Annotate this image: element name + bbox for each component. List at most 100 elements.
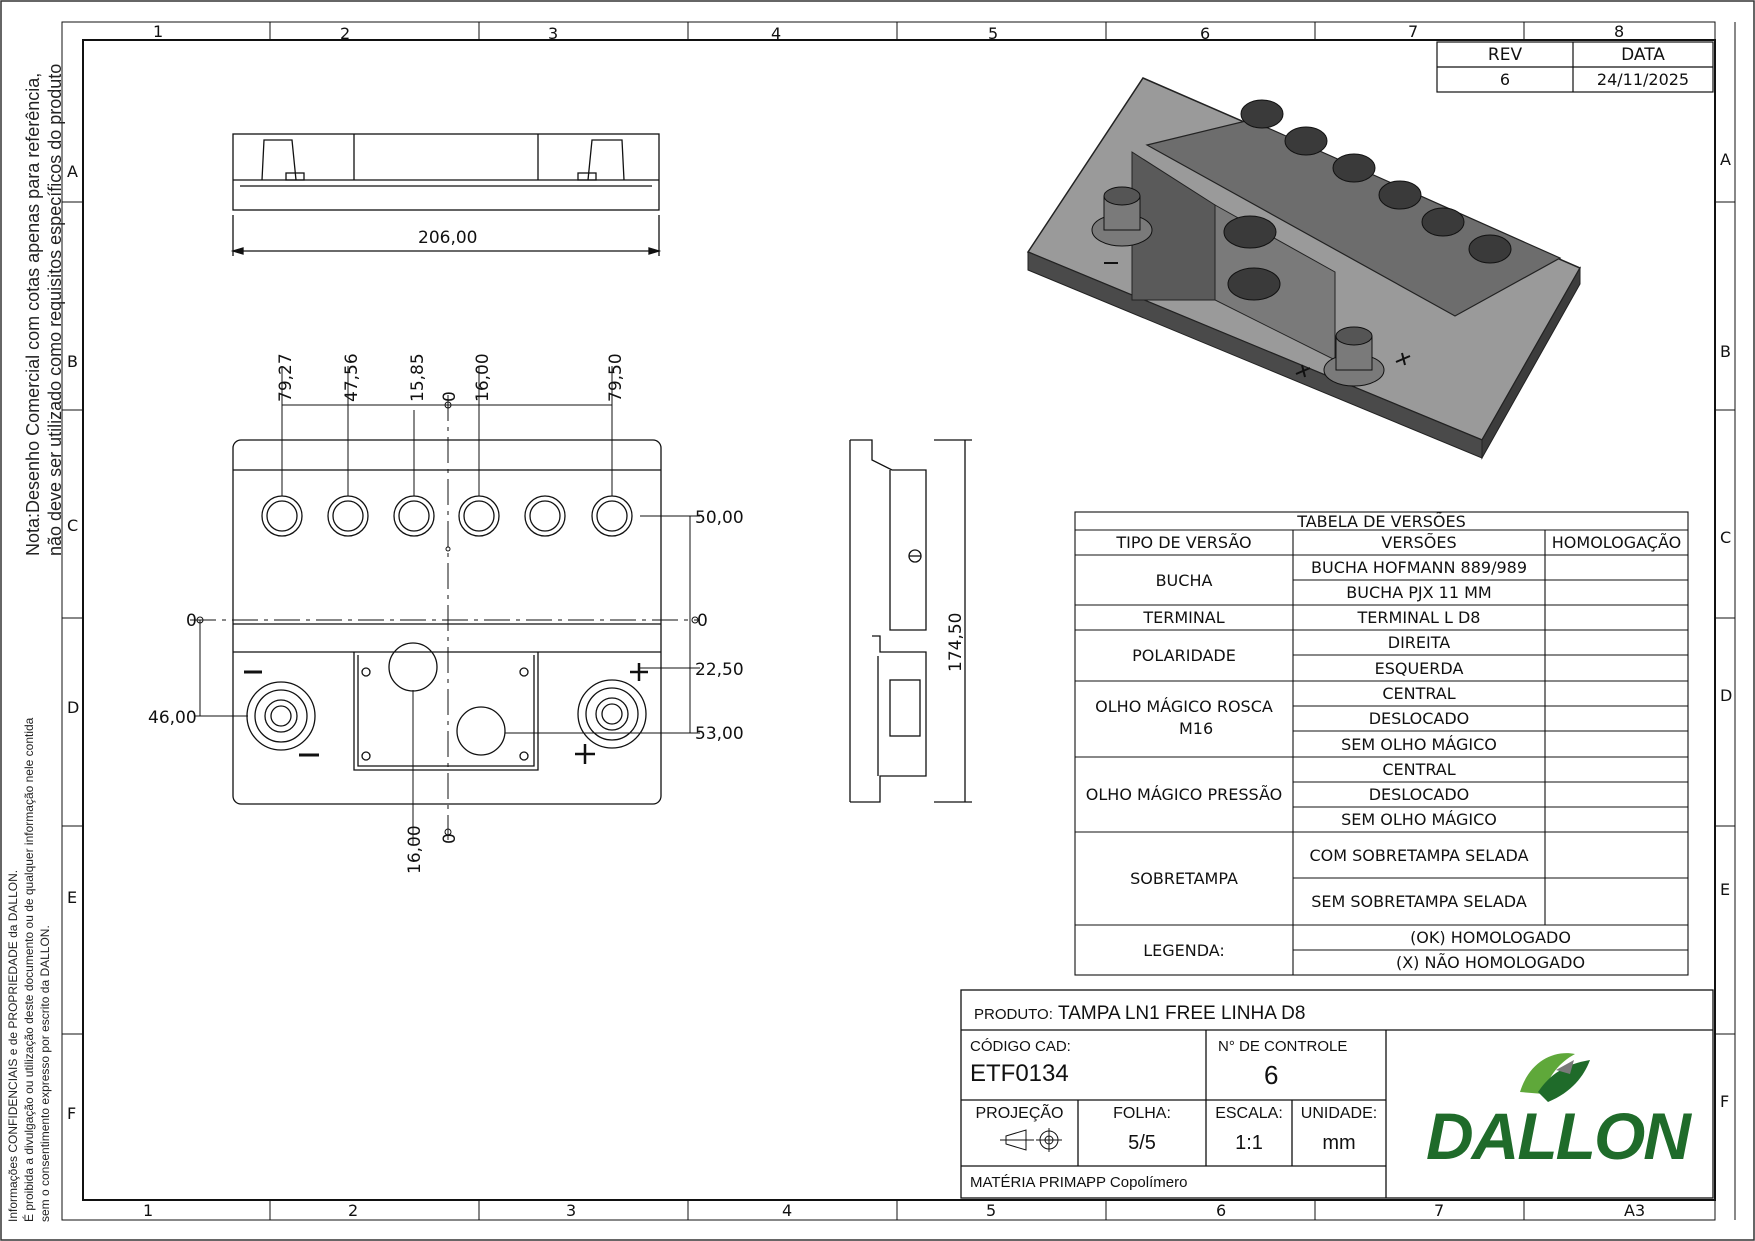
zone-frame: [61, 21, 1716, 1221]
dim-h3: 15,85: [408, 353, 428, 402]
grid-col-1-bottom: 1: [143, 1201, 154, 1220]
unidade-label: UNIDADE:: [1300, 1105, 1378, 1122]
folha-value: 5/5: [1128, 1131, 1156, 1154]
revision-table: [1436, 41, 1714, 93]
dim-h0-top: 0: [440, 391, 460, 402]
logo-swoosh-icon: [1520, 1053, 1590, 1102]
materia-value: PP Copolímero: [1086, 1174, 1188, 1191]
grid-row-c: C: [67, 516, 79, 535]
version-row: BUCHA HOFMANN 889/989: [1311, 558, 1527, 577]
grid-row-f-right: F: [1720, 1092, 1730, 1111]
dim-h2: 47,56: [342, 353, 362, 402]
folha-label: FOLHA:: [1113, 1105, 1171, 1122]
grid-row-b-right: B: [1720, 342, 1731, 361]
dim-h1: 79,27: [276, 353, 296, 402]
grid-col-8: 8: [1614, 22, 1625, 41]
confidential-line3: sem o consentimento expresso por escrito…: [38, 925, 52, 1222]
grid-col-4: 4: [771, 24, 782, 43]
dim-22: 22,50: [695, 660, 744, 680]
grid-col-3: 3: [548, 24, 559, 43]
legend-label: LEGENDA:: [1143, 940, 1225, 960]
grid-col-3-bottom: 3: [566, 1201, 577, 1220]
dim-h5: 79,50: [606, 353, 626, 402]
type-sobretampa: SOBRETAMPA: [1130, 869, 1238, 888]
produto-label: PRODUTO:: [974, 1006, 1053, 1023]
grid-row-b: B: [67, 352, 78, 371]
type-bucha: BUCHA: [1155, 570, 1213, 590]
type-olho-rosca: OLHO MÁGICO ROSCA M16: [1075, 696, 1293, 740]
dim-b16: 16,00: [405, 825, 425, 874]
dim-h4: 16,00: [473, 353, 493, 402]
dim-0-left: 0: [186, 611, 197, 631]
grid-col-2: 2: [340, 24, 351, 43]
type-polaridade: POLARIDADE: [1132, 646, 1236, 665]
version-row: BUCHA PJX 11 MM: [1346, 583, 1492, 602]
type-olho-pressao: OLHO MÁGICO PRESSÃO: [1085, 785, 1283, 804]
grid-col-5: 5: [988, 24, 999, 43]
dim-side-height: 174,50: [946, 612, 966, 672]
title-block-grid: [960, 989, 1714, 1199]
grid-row-c-right: C: [1720, 528, 1732, 547]
commercial-note-line2: não deve ser utilizado como requisitos e…: [45, 63, 65, 556]
date-value: 24/11/2025: [1596, 70, 1690, 89]
front-elevation-view: [230, 133, 662, 256]
version-row: COM SOBRETAMPA SELADA: [1309, 845, 1529, 865]
grid-col-6-bottom: 6: [1216, 1201, 1227, 1220]
dim-0-right: 0: [697, 611, 708, 631]
type-olho-rosca-line2: M16: [1179, 719, 1214, 738]
isometric-render: [1026, 77, 1582, 460]
version-row: TERMINAL L D8: [1357, 608, 1481, 627]
controle-label: N° DE CONTROLE: [1218, 1038, 1348, 1055]
version-row: SEM SOBRETAMPA SELADA: [1311, 892, 1527, 911]
date-label: DATA: [1621, 44, 1665, 65]
grid-row-e-right: E: [1720, 880, 1731, 899]
col-header-versions: VERSÕES: [1381, 533, 1457, 552]
versions-table-grid: [1074, 511, 1689, 976]
version-row: DIREITA: [1387, 633, 1451, 652]
dallon-logo: DALLON: [1426, 1099, 1691, 1173]
dim-53: 53,00: [695, 724, 744, 744]
dim-width: 206,00: [418, 228, 478, 248]
legend-x: (X) NÃO HOMOLOGADO: [1395, 953, 1586, 972]
escala-value: 1:1: [1235, 1131, 1263, 1154]
grid-row-f: F: [67, 1104, 77, 1123]
grid-col-6: 6: [1200, 24, 1211, 43]
version-row: ESQUERDA: [1374, 658, 1464, 678]
escala-label: ESCALA:: [1215, 1105, 1283, 1122]
plan-dimensions: [190, 366, 700, 845]
confidential-line2: É proibida a divulgação ou utilização de…: [22, 717, 36, 1222]
col-header-homologacao: HOMOLOGAÇÃO: [1551, 533, 1682, 552]
grid-col-7: 7: [1408, 22, 1419, 41]
grid-row-d-right: D: [1720, 686, 1733, 705]
dim-46: 46,00: [148, 708, 197, 728]
col-header-type: TIPO DE VERSÃO: [1116, 533, 1252, 552]
projecao-label: PROJEÇÃO: [975, 1105, 1064, 1122]
controle-value: 6: [1264, 1060, 1279, 1090]
legend-ok: (OK) HOMOLOGADO: [1410, 928, 1571, 947]
version-row: CENTRAL: [1382, 684, 1456, 703]
dim-b0: 0: [440, 833, 460, 844]
version-row: SEM OLHO MÁGICO: [1341, 810, 1497, 829]
type-terminal: TERMINAL: [1143, 608, 1225, 627]
side-view: [849, 439, 972, 803]
rev-value: 6: [1499, 70, 1511, 89]
grid-row-e: E: [67, 888, 78, 907]
type-olho-rosca-line1: OLHO MÁGICO ROSCA: [1095, 697, 1273, 716]
grid-col-5-bottom: 5: [986, 1201, 997, 1220]
confidential-line1: Informações CONFIDENCIAIS e de PROPRIEDA…: [6, 869, 20, 1222]
version-row: DESLOCADO: [1368, 785, 1470, 804]
grid-row-a: A: [67, 162, 78, 181]
produto-value: TAMPA LN1 FREE LINHA D8: [1058, 1003, 1306, 1024]
version-row: DESLOCADO: [1368, 709, 1470, 728]
grid-col-1: 1: [153, 22, 164, 41]
zone-ticks: [62, 22, 1736, 1220]
version-row: CENTRAL: [1382, 760, 1456, 779]
unidade-value: mm: [1322, 1131, 1356, 1154]
codigo-value: ETF0134: [970, 1060, 1069, 1087]
codigo-label: CÓDIGO CAD:: [970, 1038, 1071, 1055]
plan-view: [232, 439, 662, 805]
dim-50: 50,00: [695, 508, 744, 528]
grid-col-2-bottom: 2: [348, 1201, 359, 1220]
